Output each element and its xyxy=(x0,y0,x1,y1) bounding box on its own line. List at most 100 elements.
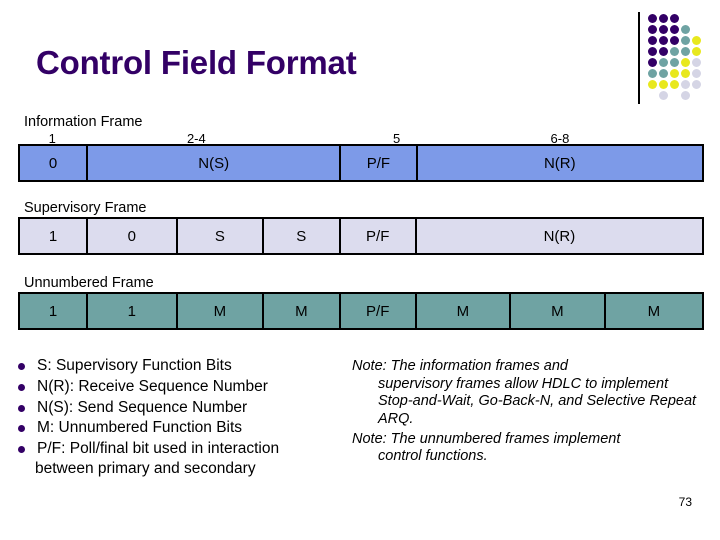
dot-row xyxy=(648,47,714,58)
dot-purple xyxy=(670,25,679,34)
dot-purple xyxy=(648,25,657,34)
dot-yellow xyxy=(648,80,657,89)
legend-item: M: Unnumbered Function Bits xyxy=(18,418,348,438)
dot-blank xyxy=(681,14,690,23)
frame-cell: M xyxy=(417,294,511,328)
bullet-marker-icon xyxy=(18,363,25,370)
dot-teal xyxy=(670,58,679,67)
note-continuation: control functions. xyxy=(378,448,488,465)
dot-teal xyxy=(648,69,657,78)
dot-lavender xyxy=(692,69,701,78)
dot-row xyxy=(648,58,714,69)
legend-item-label: N(S): Send Sequence Number xyxy=(37,398,248,416)
legend-item-continuation: between primary and secondary xyxy=(35,460,256,478)
dot-teal xyxy=(670,47,679,56)
dot-lavender xyxy=(692,58,701,67)
legend-item-label: S: Supervisory Function Bits xyxy=(37,357,232,374)
dot-blank xyxy=(703,91,712,100)
frame-cell: S xyxy=(178,219,265,253)
decorative-dot-logo xyxy=(638,8,716,104)
dot-purple xyxy=(659,36,668,45)
note-continuation: supervisory frames allow HDLC to impleme… xyxy=(378,375,697,428)
dot-teal xyxy=(659,69,668,78)
legend-item-label: M: Unnumbered Function Bits xyxy=(37,419,243,437)
dot-teal xyxy=(681,47,690,56)
dot-lavender xyxy=(692,80,701,89)
dot-purple xyxy=(659,47,668,56)
dot-blank xyxy=(703,58,712,67)
dot-blank xyxy=(703,47,712,56)
dot-row xyxy=(648,80,714,91)
note-lead: Note: The information frames and xyxy=(352,358,568,374)
dot-lavender xyxy=(681,80,690,89)
vertical-rule xyxy=(638,12,640,104)
dot-blank xyxy=(703,25,712,34)
dot-row xyxy=(648,14,714,25)
frame-cell: N(R) xyxy=(543,227,576,245)
frame-caption: Unnumbered Frame xyxy=(24,275,154,291)
dot-row xyxy=(648,69,714,80)
dot-blank xyxy=(703,14,712,23)
dot-purple xyxy=(648,47,657,56)
frame-caption: Supervisory Frame xyxy=(24,200,147,216)
bullet-marker-icon xyxy=(18,383,25,391)
dot-teal xyxy=(659,58,668,67)
dot-yellow xyxy=(681,58,690,67)
bit-label-row: 1 2-4 5 6-8 xyxy=(18,131,704,146)
legend-item: N(R): Receive Sequence Number xyxy=(18,377,348,397)
dot-yellow xyxy=(659,80,668,89)
dot-blank xyxy=(703,36,712,45)
bit-range-label: 2-4 xyxy=(186,131,206,146)
frame-cell: 1 xyxy=(20,294,89,328)
dot-purple xyxy=(648,36,657,45)
dot-purple xyxy=(659,14,668,23)
frame-caption: Information Frame xyxy=(24,114,143,130)
bit-range-label: 6-8 xyxy=(550,131,570,146)
bullet-marker-icon xyxy=(18,446,25,454)
bit-range-label: 5 xyxy=(393,131,401,146)
dot-lavender xyxy=(681,91,690,100)
dot-purple xyxy=(659,25,668,34)
dot-blank xyxy=(670,91,679,100)
frame-cell: M xyxy=(264,294,341,328)
frame-cell: P/F xyxy=(341,219,417,253)
dot-yellow xyxy=(670,69,679,78)
dot-grid xyxy=(648,14,714,102)
dot-purple xyxy=(670,14,679,23)
page-title: Control Field Format xyxy=(36,44,357,81)
dot-yellow xyxy=(670,80,679,89)
frame-cell: P/F xyxy=(341,146,418,180)
note-lead: Note: The unnumbered frames implement xyxy=(352,430,621,447)
dot-yellow xyxy=(681,69,690,78)
frame-cell: 1 xyxy=(88,294,178,328)
dot-row xyxy=(648,91,714,102)
dot-blank xyxy=(703,69,712,78)
frame-cell: N(R) xyxy=(543,154,576,172)
dot-yellow xyxy=(692,47,701,56)
dot-teal xyxy=(681,36,690,45)
frame-cell: M xyxy=(647,302,661,320)
dot-blank xyxy=(692,25,701,34)
frame-cell: M xyxy=(511,294,606,328)
dot-purple xyxy=(648,14,657,23)
bullet-marker-icon xyxy=(18,425,25,433)
frame-cell: 0 xyxy=(20,146,89,180)
dot-yellow xyxy=(692,36,701,45)
frame-cell: 1 xyxy=(20,219,89,253)
frame-cell: S xyxy=(264,219,341,253)
legend-item: N(S): Send Sequence Number xyxy=(18,398,348,418)
dot-blank xyxy=(703,80,712,89)
dot-teal xyxy=(681,25,690,34)
frame-cell: 0 xyxy=(88,219,178,253)
bit-range-label: 1 xyxy=(48,131,56,146)
frame-cell: N(S) xyxy=(88,146,342,180)
